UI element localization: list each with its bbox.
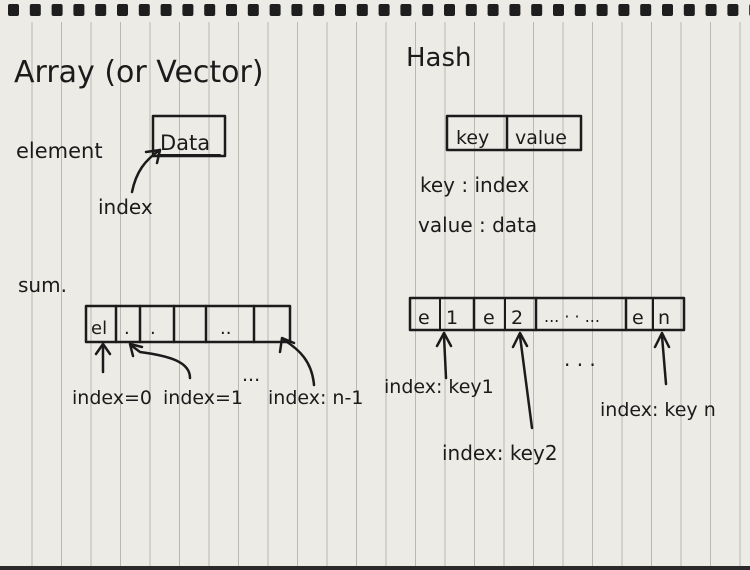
binding-hole	[553, 4, 564, 16]
array-cell: el	[91, 318, 107, 339]
hash-ellipsis: · · ·	[564, 353, 596, 377]
binding-hole	[705, 4, 717, 16]
hash-cell: 2	[511, 307, 523, 329]
array-cell: ..	[220, 318, 231, 339]
binding-hole	[356, 4, 368, 16]
hash-pointer-1-head	[435, 331, 453, 348]
binding-hole	[574, 4, 586, 16]
array-pointer-n	[282, 338, 316, 387]
hash-index-label: index: key2	[442, 441, 558, 465]
binding-hole	[182, 4, 194, 16]
array-strip: el . . ..	[84, 304, 292, 344]
hash-def-key: key : index	[420, 173, 529, 197]
binding-hole	[138, 4, 150, 16]
hash-cell: 1	[446, 307, 458, 329]
element-pointer-label: index	[98, 195, 153, 219]
binding-hole	[160, 4, 172, 16]
hash-title: Hash	[406, 43, 472, 73]
binding-hole	[29, 4, 41, 16]
array-title: Array (or Vector)	[14, 55, 264, 90]
binding-hole	[313, 4, 325, 16]
element-pointer-arrowhead	[144, 148, 162, 165]
hash-pair-key: key	[456, 127, 489, 149]
array-index-label: index=0	[72, 387, 152, 409]
element-label: element	[16, 139, 103, 163]
binding-hole	[73, 4, 85, 16]
binding-hole	[51, 4, 63, 16]
sum-label: sum.	[18, 273, 67, 297]
binding-hole	[618, 4, 630, 16]
binding-hole	[247, 4, 259, 16]
binding-hole	[226, 4, 237, 16]
hash-pointer-2-head	[511, 331, 529, 349]
hash-pointer-n	[660, 334, 668, 386]
binding-hole	[640, 4, 652, 16]
hash-cell: e	[632, 307, 644, 329]
array-index-label: index=1	[163, 387, 243, 409]
binding-hole	[509, 4, 521, 16]
binding-hole	[8, 4, 19, 16]
hash-index-label: index: key1	[384, 376, 494, 398]
binding-hole	[378, 4, 390, 16]
binding-hole	[531, 4, 543, 16]
binding-hole	[662, 4, 673, 16]
binding-hole	[683, 4, 695, 16]
binding-hole	[727, 4, 739, 16]
binding-hole	[335, 4, 346, 16]
binding-hole	[269, 4, 281, 16]
array-ellipsis: ...	[242, 364, 260, 386]
hash-pair-value: value	[515, 127, 567, 149]
binding-hole	[400, 4, 412, 16]
array-cell: .	[150, 318, 156, 339]
hash-def-value: value : data	[418, 213, 537, 237]
hash-cell: n	[658, 307, 670, 329]
array-pointer-0-head	[94, 342, 112, 356]
hash-pointer-2	[518, 334, 534, 430]
array-index-label: index: n-1	[268, 387, 363, 409]
binding-hole	[465, 4, 477, 16]
hash-strip: e 1 e 2 ... · · ... e n	[408, 296, 686, 332]
hash-pointer-n-head	[653, 331, 671, 349]
binding-hole	[95, 4, 107, 16]
hash-strip-outline	[408, 296, 686, 332]
binding-hole	[422, 4, 434, 16]
hash-pointer-1	[442, 334, 448, 380]
hash-cell: e	[483, 307, 495, 329]
binding-hole	[487, 4, 499, 16]
hash-pair-box	[445, 114, 583, 152]
array-pointer-n-head	[278, 336, 296, 354]
array-strip-outline	[84, 304, 292, 344]
array-pointer-1-head	[128, 342, 144, 358]
binding-hole	[596, 4, 608, 16]
hash-index-label: index: key n	[600, 399, 716, 421]
binding-hole	[444, 4, 455, 16]
ruling-lines	[31, 22, 741, 566]
element-pointer-arrow	[130, 148, 162, 194]
hash-cell: ... · · ...	[544, 307, 600, 326]
binding-holes	[8, 4, 750, 16]
hash-cell: e	[418, 307, 430, 329]
binding-hole	[291, 4, 303, 16]
binding-hole	[204, 4, 216, 16]
binding-hole	[117, 4, 128, 16]
element-box-text: Data	[160, 131, 210, 155]
array-cell: .	[124, 318, 130, 339]
array-pointer-1	[130, 344, 192, 380]
